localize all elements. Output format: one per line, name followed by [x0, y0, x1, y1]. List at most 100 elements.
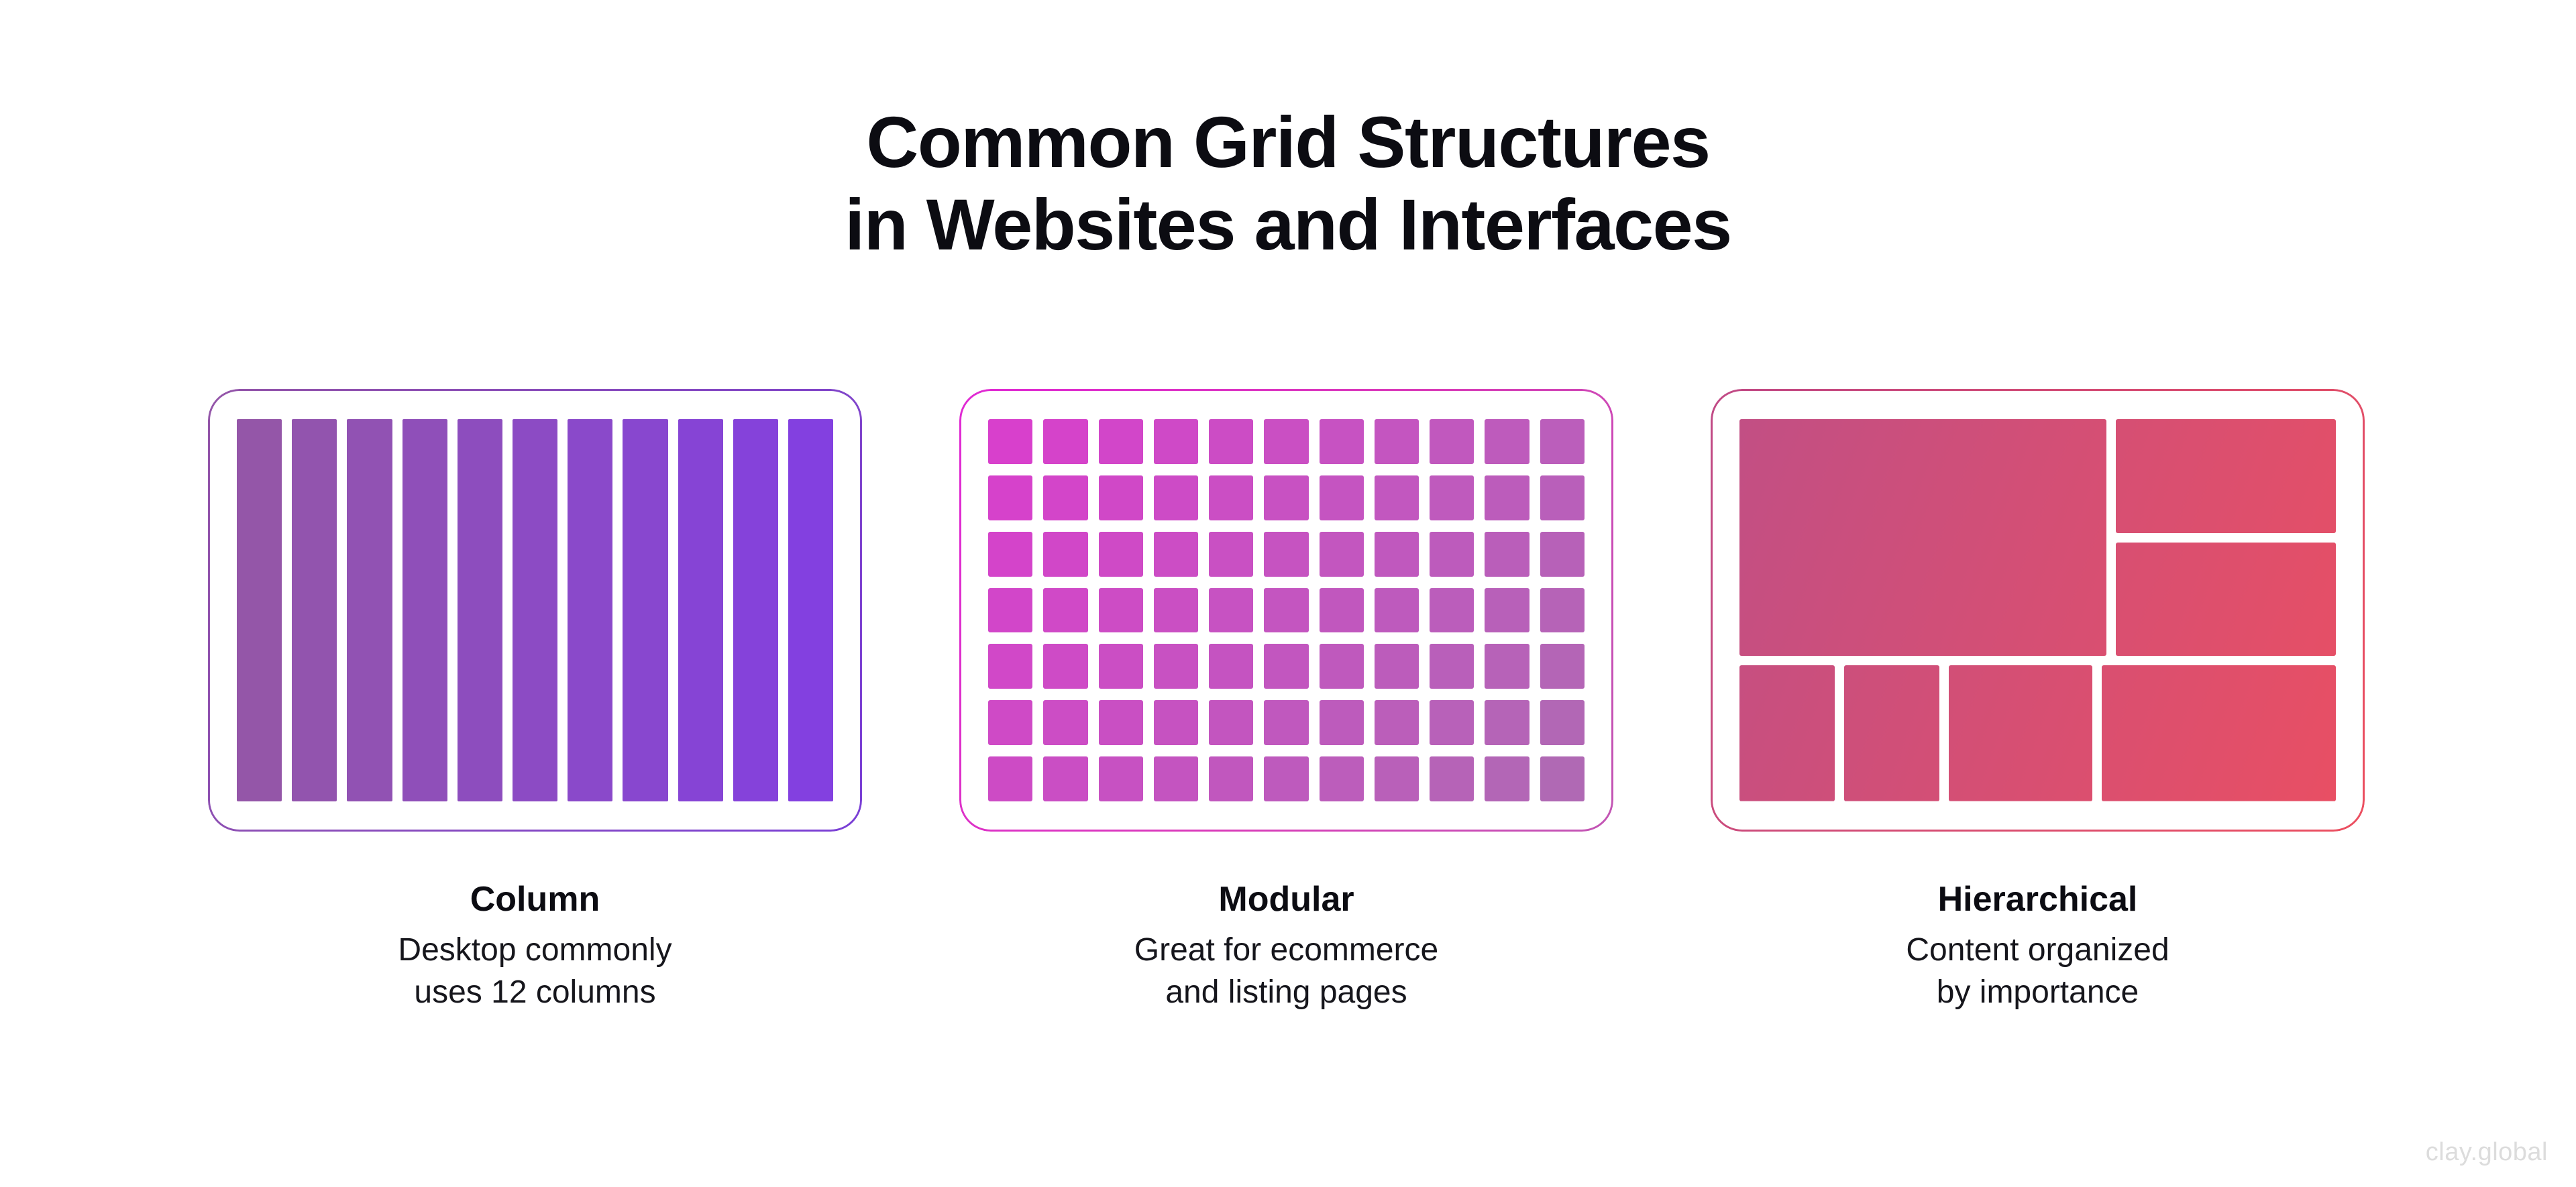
- caption-modular: Modular Great for ecommerce and listing …: [959, 879, 1613, 1013]
- modular-tile: [1430, 531, 1474, 577]
- modular-tile: [988, 700, 1033, 746]
- modular-tile: [1209, 644, 1254, 689]
- modular-tile: [1374, 700, 1419, 746]
- caption-column-line-1: Desktop commonly: [398, 932, 672, 968]
- caption-modular-title: Modular: [1218, 880, 1354, 919]
- modular-tile: [1098, 419, 1143, 464]
- modular-tile: [1264, 644, 1309, 689]
- modular-tile: [1430, 587, 1474, 633]
- modular-tile: [1485, 756, 1529, 801]
- modular-tile: [1209, 700, 1254, 746]
- modular-tile: [1485, 475, 1529, 520]
- modular-tile: [1374, 419, 1419, 464]
- modular-tile: [1264, 700, 1309, 746]
- modular-tile: [1374, 587, 1419, 633]
- card-captions: Column Desktop commonly uses 12 columns …: [208, 879, 2365, 1013]
- modular-tile: [1043, 587, 1088, 633]
- card-hierarchical-diagram: [1739, 419, 2336, 801]
- column-bar: [733, 419, 778, 801]
- modular-tile: [1485, 419, 1529, 464]
- column-bar: [457, 419, 502, 801]
- modular-tile: [1209, 531, 1254, 577]
- modular-tile: [1540, 475, 1585, 520]
- modular-tile: [1485, 587, 1529, 633]
- modular-tile: [988, 531, 1033, 577]
- page-title-line-2: in Websites and Interfaces: [845, 184, 1732, 266]
- hierarchical-block-bottom-1: [1739, 665, 1835, 801]
- modular-tile: [1098, 587, 1143, 633]
- modular-tile: [1374, 644, 1419, 689]
- modular-tile: [1209, 587, 1254, 633]
- modular-tile: [1319, 531, 1364, 577]
- watermark: clay.global: [2425, 1138, 2548, 1166]
- caption-hierarchical-description: Content organized by importance: [1711, 929, 2365, 1013]
- modular-tile: [1319, 700, 1364, 746]
- modular-tile: [1153, 531, 1199, 577]
- modular-tile: [988, 756, 1033, 801]
- modular-tile: [1098, 700, 1143, 746]
- card-modular: [959, 389, 1613, 832]
- modular-tile: [1540, 756, 1585, 801]
- modular-tile: [1374, 756, 1419, 801]
- modular-tile: [1430, 475, 1474, 520]
- modular-tile: [1153, 644, 1199, 689]
- modular-tile: [988, 419, 1033, 464]
- modular-tile: [1319, 587, 1364, 633]
- modular-tile: [1540, 531, 1585, 577]
- caption-column-title: Column: [470, 880, 600, 919]
- modular-tile: [1264, 756, 1309, 801]
- modular-tile: [1098, 644, 1143, 689]
- column-bar: [512, 419, 558, 801]
- modular-tile: [1264, 419, 1309, 464]
- modular-tile: [1098, 756, 1143, 801]
- modular-tile: [1430, 419, 1474, 464]
- hierarchical-side-column: [2115, 419, 2336, 657]
- modular-tile: [1540, 644, 1585, 689]
- modular-tile: [1098, 531, 1143, 577]
- modular-tile: [1043, 419, 1088, 464]
- caption-column-description: Desktop commonly uses 12 columns: [208, 929, 862, 1013]
- modular-tile: [1264, 475, 1309, 520]
- modular-tile: [1540, 419, 1585, 464]
- column-bar: [568, 419, 613, 801]
- caption-modular-line-1: Great for ecommerce: [1134, 932, 1439, 968]
- modular-tile: [1043, 644, 1088, 689]
- modular-tile: [1319, 644, 1364, 689]
- modular-tile: [1319, 475, 1364, 520]
- modular-tile: [1485, 700, 1529, 746]
- modular-tile: [1540, 700, 1585, 746]
- modular-tile: [1485, 531, 1529, 577]
- modular-tile: [1209, 475, 1254, 520]
- caption-modular-line-2: and listing pages: [1165, 974, 1407, 1010]
- modular-tile: [1374, 531, 1419, 577]
- caption-hierarchical-line-2: by importance: [1936, 974, 2139, 1010]
- card-column-diagram: [237, 419, 834, 801]
- modular-tile: [988, 587, 1033, 633]
- modular-tile: [1153, 419, 1199, 464]
- modular-tile: [1374, 475, 1419, 520]
- column-bar: [623, 419, 668, 801]
- modular-tile: [1430, 756, 1474, 801]
- modular-tile: [1153, 587, 1199, 633]
- hierarchical-block-bottom-2: [1844, 665, 1940, 801]
- hierarchical-block-side-bottom: [2115, 542, 2336, 657]
- column-bar: [347, 419, 392, 801]
- modular-tile: [1043, 700, 1088, 746]
- modular-tile: [1043, 475, 1088, 520]
- modular-tile: [1540, 587, 1585, 633]
- column-bar: [788, 419, 834, 801]
- hierarchical-bottom-row: [1739, 665, 2336, 801]
- caption-modular-description: Great for ecommerce and listing pages: [959, 929, 1613, 1013]
- modular-tile: [1485, 644, 1529, 689]
- card-modular-diagram: [988, 419, 1585, 801]
- modular-tile: [1264, 531, 1309, 577]
- column-grid: [237, 419, 834, 801]
- modular-tile: [1153, 475, 1199, 520]
- page-title-line-1: Common Grid Structures: [866, 101, 1711, 182]
- modular-tile: [1319, 756, 1364, 801]
- hierarchical-block-bottom-3: [1949, 665, 2092, 801]
- hierarchical-block-hero: [1739, 419, 2106, 657]
- caption-hierarchical-title: Hierarchical: [1937, 880, 2138, 919]
- hierarchical-block-bottom-4: [2101, 665, 2336, 801]
- modular-tile: [1430, 644, 1474, 689]
